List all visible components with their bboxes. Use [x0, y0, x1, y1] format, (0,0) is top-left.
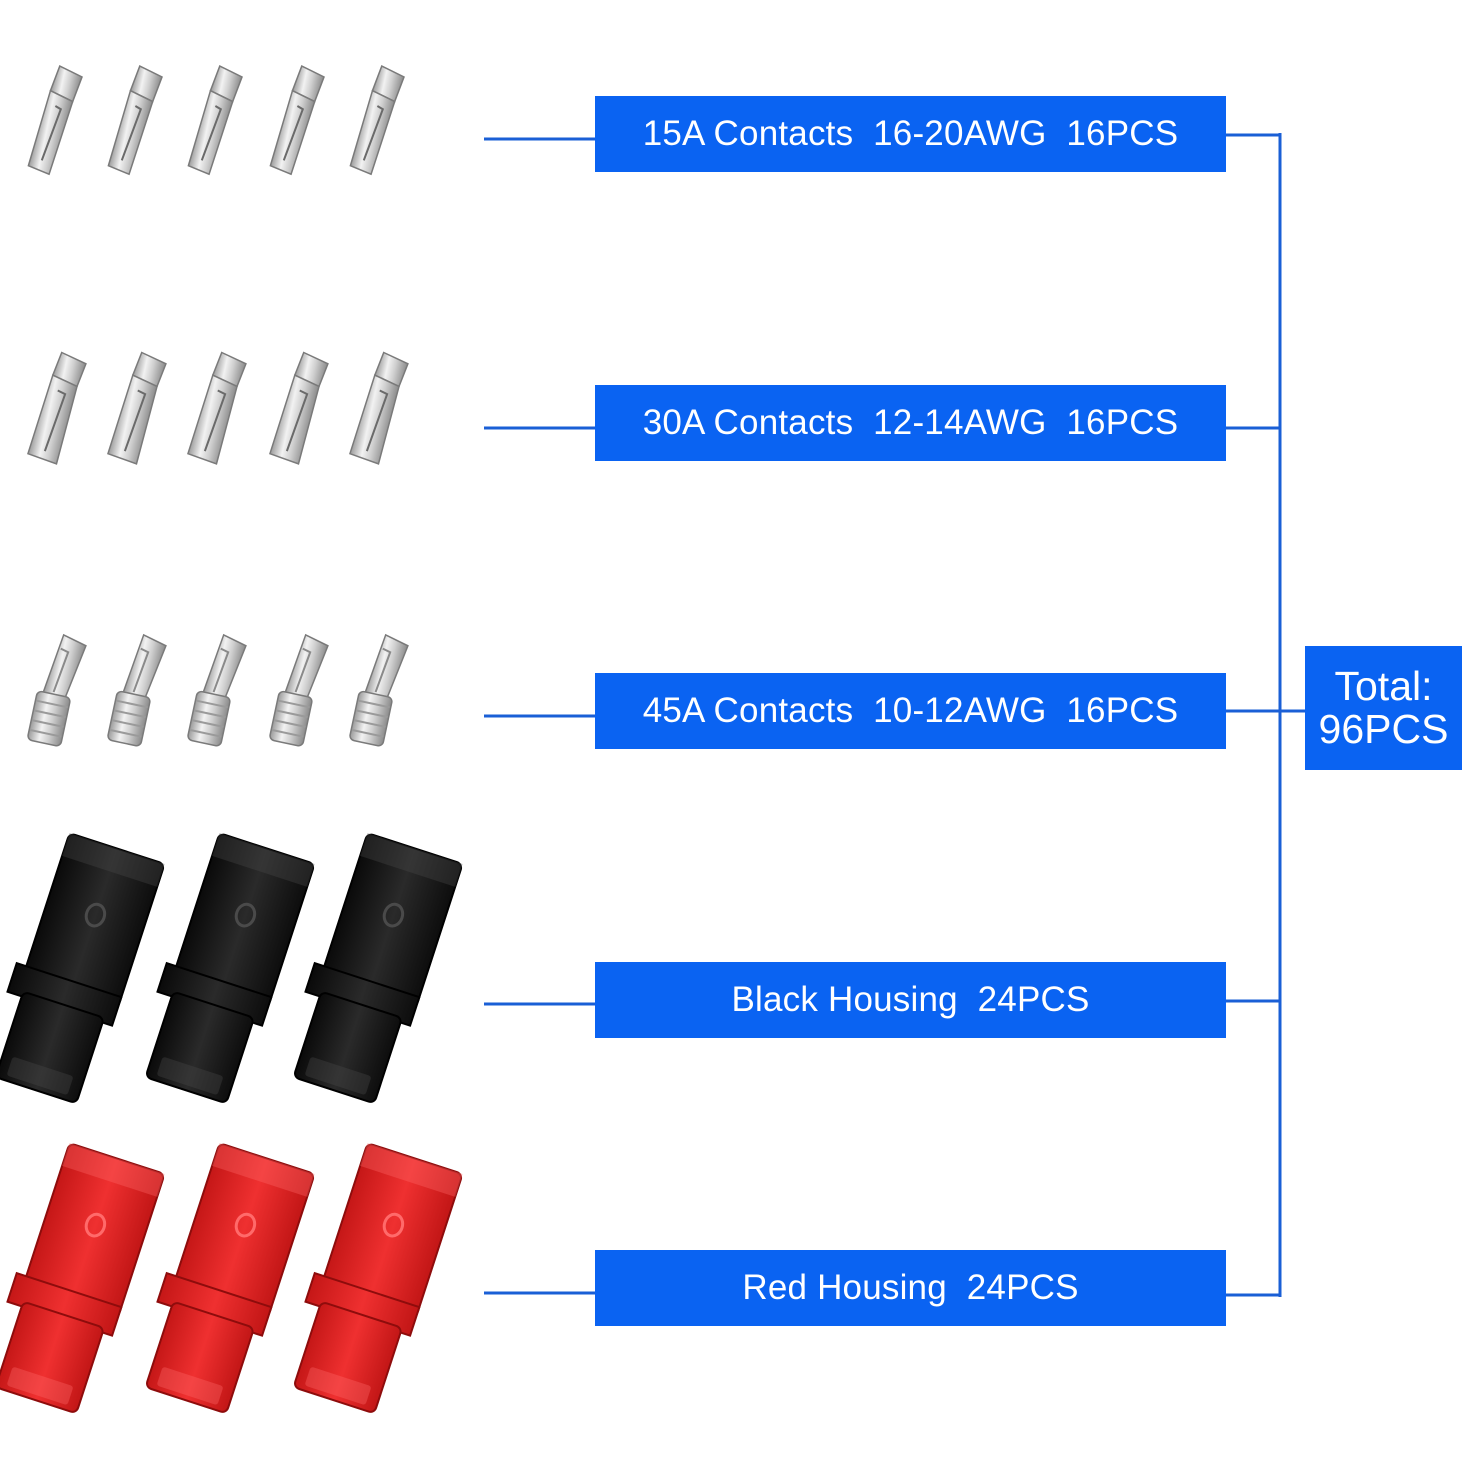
label-45a-contacts: 45A Contacts 10-12AWG 16PCS — [595, 673, 1226, 749]
label-black-housing: Black Housing 24PCS — [595, 962, 1226, 1038]
contact-pin-icon — [349, 65, 405, 176]
label-15a-contacts: 15A Contacts 16-20AWG 16PCS — [595, 96, 1226, 172]
contact-pin-icon — [269, 633, 329, 747]
contact-pin-icon — [187, 351, 247, 465]
connector-lines — [484, 133, 1305, 1297]
red-housing-icon — [0, 1143, 165, 1413]
contact-pin-icon — [107, 351, 167, 465]
black-housing-icon — [294, 833, 463, 1103]
contact-pin-icon — [107, 633, 167, 747]
contact-pin-icon — [349, 633, 409, 747]
contact-pin-icon — [107, 65, 163, 176]
label-red-housing: Red Housing 24PCS — [595, 1250, 1226, 1326]
contact-pin-icon — [187, 65, 243, 176]
label-30a-contacts: 30A Contacts 12-14AWG 16PCS — [595, 385, 1226, 461]
contact-pin-icon — [27, 65, 83, 176]
red-housing-icon — [146, 1143, 315, 1413]
parts-illustrations — [0, 65, 463, 1413]
contact-pin-icon — [27, 633, 87, 747]
black-housing-icon — [0, 833, 165, 1103]
total-label: Total: — [1334, 663, 1433, 709]
contact-pin-icon — [349, 351, 409, 465]
black-housing-icon — [146, 833, 315, 1103]
contact-pin-icon — [269, 351, 329, 465]
red-housing-icon — [294, 1143, 463, 1413]
contact-pin-icon — [27, 351, 87, 465]
contact-pin-icon — [187, 633, 247, 747]
total-box: Total: 96PCS — [1305, 646, 1462, 770]
total-value: 96PCS — [1318, 706, 1449, 752]
contact-pin-icon — [269, 65, 325, 176]
